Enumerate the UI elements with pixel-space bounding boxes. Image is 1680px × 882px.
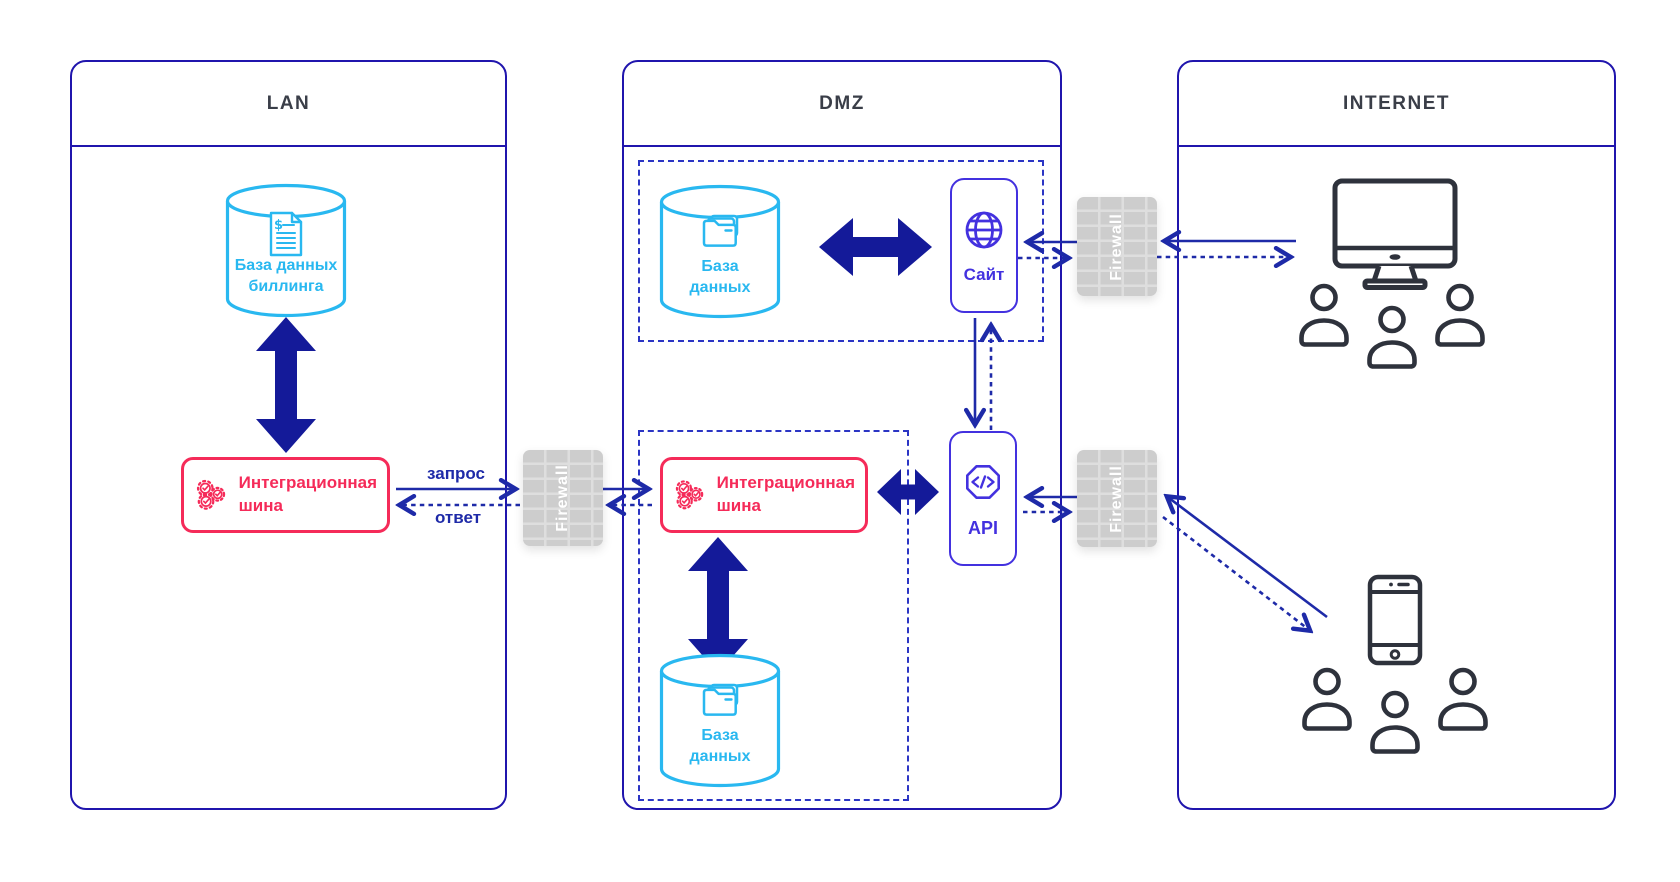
folder-icon [697,211,743,253]
dmz-integration-bus-node: Интеграционная шина [660,457,868,533]
firewall-dmz-internet-web: Firewall [1077,197,1157,296]
api-node: API [949,431,1017,566]
user-icon [1433,283,1487,347]
billing-database-node: База данных биллинга [224,182,348,318]
gears-icon [673,472,707,518]
dmz-bus-database-label: База данных [689,727,751,765]
zone-internet: INTERNET [1177,60,1616,810]
dmz-web-database-label: База данных [689,258,751,296]
billing-database-label: База данных биллинга [234,257,338,295]
firewall-label: Firewall [553,464,571,532]
firewall-lan-dmz: Firewall [523,450,603,546]
billing-document-icon [266,210,306,258]
response-arrow-label: ответ [434,508,482,527]
user-icon [1300,667,1354,731]
gears-icon [194,472,229,518]
zone-dmz-header: DMZ [624,62,1060,147]
user-icon [1368,690,1422,754]
firewall-dmz-internet-api: Firewall [1077,450,1157,547]
site-node: Сайт [950,178,1018,313]
double-arrow-webdb-site [819,218,932,276]
double-arrow-billingdb-lanbus [256,317,316,453]
firewall-label: Firewall [1107,464,1125,533]
mobile-users-group [1300,664,1492,756]
zone-internet-title: INTERNET [1343,92,1450,114]
double-arrow-dmzbus-api [877,469,939,515]
code-badge-icon [959,458,1007,506]
user-icon [1297,283,1351,347]
user-icon [1436,667,1490,731]
dmz-bus-database-node: База данных [658,652,782,788]
globe-icon [961,207,1007,253]
zone-dmz: DMZ [622,60,1062,810]
lan-integration-bus-node: Интеграционная шина [181,457,390,533]
zone-dmz-title: DMZ [819,92,865,114]
firewall-label: Firewall [1107,212,1125,281]
lan-integration-bus-label: Интеграционная шина [238,473,377,515]
dmz-web-database-node: База данных [658,183,782,319]
zone-lan: LAN [70,60,507,810]
zone-internet-header: INTERNET [1179,62,1614,147]
desktop-users-group [1297,280,1489,370]
api-label: API [967,518,998,538]
zone-lan-header: LAN [72,62,505,147]
site-label: Сайт [963,264,1005,284]
smartphone-icon [1367,574,1423,666]
dmz-bus-subzone [638,430,909,801]
zone-lan-title: LAN [266,92,311,114]
folder-icon [697,680,743,722]
user-icon [1365,305,1419,369]
monitor-icon [1332,178,1458,290]
dmz-integration-bus-label: Интеграционная шина [716,473,855,515]
double-arrow-dmzbus-busdb [688,537,748,673]
request-arrow-label: запрос [427,464,485,483]
